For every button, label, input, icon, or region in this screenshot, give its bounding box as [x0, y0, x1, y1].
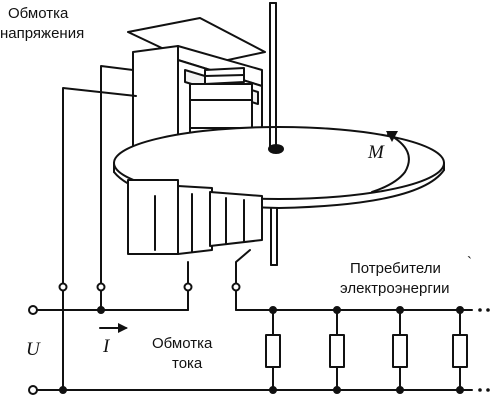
current-label: I: [103, 336, 110, 357]
terminals: [28, 282, 241, 395]
current-arrow: [99, 323, 128, 333]
consumers-label-line2: электроэнергии: [340, 280, 450, 297]
disk-axis: [269, 2, 278, 266]
rotation-arrow: [371, 131, 410, 193]
current-coil-core: [127, 179, 263, 255]
voltage-coil-label-line1: Обмотка: [8, 5, 69, 22]
tick-mark: `: [467, 254, 472, 271]
load-resistors: [265, 309, 468, 391]
current-coil-label-line1: Обмотка: [152, 335, 213, 352]
voltage-coil-label-line2: напряжения: [0, 25, 85, 42]
voltage-label: U: [26, 339, 40, 360]
continuation-dots: [478, 308, 490, 392]
current-coil-label-line2: тока: [172, 355, 203, 372]
consumers-label-line1: Потребители: [350, 260, 441, 277]
torque-label: M: [368, 142, 384, 163]
